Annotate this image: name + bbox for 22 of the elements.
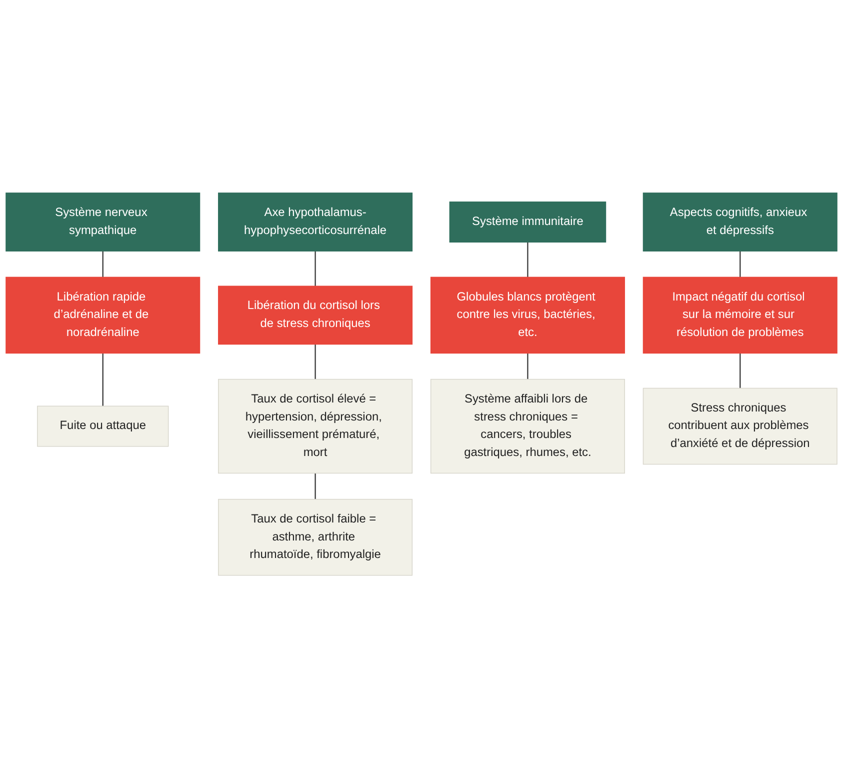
connector — [740, 354, 741, 389]
node-box: Libération du cortisol lors de stress chroniques — [218, 286, 413, 345]
node-box: Système nerveux sympathique — [6, 192, 200, 252]
node-box: Impact négatif du cortisol sur la mémoire et sur résolution de problèmes — [642, 277, 838, 354]
connector — [102, 354, 104, 406]
connector — [314, 344, 316, 380]
node-box: Aspects cognitifs, anxieux et dépressifs — [642, 192, 838, 252]
connector — [314, 251, 316, 286]
node-box: Axe hypothalamus-hypophysecorticosurrénale — [218, 192, 413, 252]
connector — [102, 251, 104, 278]
connector — [527, 242, 528, 278]
connector — [740, 251, 741, 278]
node-box: Globules blancs protègent contre les virus, bactéries, etc. — [430, 277, 625, 354]
node-box: Fuite ou attaque — [37, 406, 169, 448]
node-box: Taux de cortisol faible = asthme, arthrite rhumatoïde, fibromyalgie — [218, 499, 413, 576]
connector — [314, 474, 316, 500]
node-box: Taux de cortisol élevé = hypertension, dépression, vieillissement prématuré, mort — [218, 379, 413, 474]
node-box: Libération rapide d’adrénaline et de noradrénaline — [6, 277, 200, 354]
connector — [527, 354, 528, 380]
node-box: Stress chroniques contribuent aux problèmes d’anxiété et de dépression — [642, 388, 838, 465]
node-box: Système immunitaire — [449, 202, 606, 243]
node-box: Système affaibli lors de stress chroniques = cancers, troubles gastriques, rhumes, etc. — [430, 379, 625, 474]
